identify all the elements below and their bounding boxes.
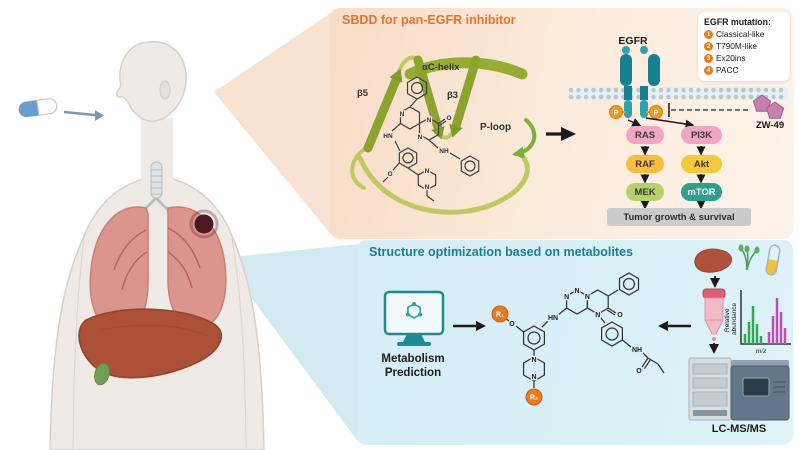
- lcms-label: LC-MS/MS: [711, 423, 767, 435]
- atom-n: N: [400, 111, 405, 118]
- lung-tumor: [194, 214, 214, 234]
- monitor-icon: [383, 290, 445, 346]
- helix-label: αC-helix: [422, 62, 460, 73]
- r-group-badges: R₁ R₂: [491, 305, 543, 406]
- egfr-label: EGFR: [618, 35, 648, 47]
- spectrum-ylabel-line1: Relative: [724, 308, 731, 332]
- zw49-label: ZW-49: [755, 120, 785, 131]
- head: [116, 41, 187, 122]
- atom-n: N: [425, 168, 430, 175]
- pathway-node-ras: RAS: [626, 126, 664, 144]
- beam-to-top-panel: [214, 12, 332, 236]
- sbdd-panel: P P: [330, 8, 793, 239]
- plant-icon: [738, 244, 760, 271]
- lungs-icon: [89, 206, 227, 333]
- atom-n: N: [531, 374, 536, 381]
- metabolism-label-line1: Metabolism: [381, 353, 445, 365]
- column-icon: [702, 288, 726, 341]
- atom-n: N: [585, 294, 590, 301]
- sbdd-art: P P: [350, 46, 788, 215]
- egfr-mutation-legend: EGFR mutation: 1 Classical-like 2 T790M-…: [698, 12, 790, 81]
- pathway-node-mek: MEK: [626, 183, 664, 201]
- atom-n: N: [425, 184, 430, 191]
- atom-hn: HN: [548, 315, 558, 322]
- legend-number-badge: 1: [704, 29, 713, 39]
- atom-n: N: [531, 357, 536, 364]
- atom-n: N: [564, 294, 569, 301]
- beta5-label: β5: [357, 88, 369, 99]
- test-tube-icon: [765, 244, 781, 276]
- spectrum-ylabel-line2: abundance: [731, 302, 738, 335]
- receptor-icon: [620, 46, 660, 118]
- liver-organ: [78, 308, 223, 379]
- pathway-node-raf: RAF: [626, 155, 664, 173]
- legend-item: 2 T790M-like: [704, 41, 784, 51]
- kinase-ribbon-diagram: [350, 55, 537, 215]
- p-loop-label: P-loop: [480, 122, 512, 133]
- lcms-instrument-icon: [688, 357, 790, 421]
- gallbladder-icon: [94, 362, 110, 386]
- atom-n: N: [418, 134, 423, 141]
- legend-item-label: Ex20ins: [716, 53, 746, 63]
- legend-item: 3 Ex20ins: [704, 53, 784, 63]
- atom-n: N: [595, 312, 600, 319]
- phospho-p-right: P: [653, 108, 658, 117]
- mass-spectrum-icon: Relative abundance m/z: [724, 290, 791, 355]
- legend-item-label: T790M-like: [716, 41, 758, 51]
- pathway-node-mtor: mTOR: [681, 183, 722, 201]
- pathway-node-pi3k: PI3K: [681, 126, 722, 144]
- sbdd-panel-title: SBDD for pan-EGFR inhibitor: [342, 13, 516, 27]
- optimized-structure: N N N N O NH O HN O N N R₁ R₂: [491, 272, 665, 406]
- atom-hn: HN: [383, 133, 393, 140]
- legend-item-label: Classical-like: [716, 29, 765, 39]
- legend-title: EGFR mutation:: [704, 17, 771, 27]
- zw49-icon: [668, 94, 785, 119]
- atom-n: N: [427, 117, 432, 124]
- legend-number-badge: 3: [704, 53, 713, 63]
- beam-to-bottom-panel: [222, 244, 359, 443]
- atom-n: N: [574, 288, 579, 295]
- metabolism-label-line2: Prediction: [384, 367, 442, 379]
- atom-nh: NH: [632, 347, 642, 354]
- cell-membrane: [567, 87, 788, 100]
- r1-badge: R₁: [496, 312, 504, 319]
- beta3-label: β3: [447, 90, 459, 101]
- atom-nh: NH: [439, 148, 449, 155]
- legend-item: 1 Classical-like: [704, 29, 784, 39]
- metabolism-prediction-label: Metabolism Prediction: [374, 352, 452, 380]
- atom-o: O: [636, 368, 642, 375]
- legend-item: 4 PACC: [704, 65, 784, 75]
- legend-number-badge: 4: [704, 65, 713, 75]
- legend-number-badge: 2: [704, 41, 713, 51]
- tumor-halo: [189, 209, 219, 239]
- pill-arrow: [63, 110, 104, 121]
- atom-o: O: [617, 312, 623, 319]
- r2-badge: R₂: [530, 395, 538, 402]
- outcome-box: Tumor growth & survival: [607, 208, 751, 226]
- atom-o: O: [387, 171, 392, 178]
- legend-item-label: PACC: [716, 65, 739, 75]
- inhibitor-structure: N N N O NH HN O N N: [382, 76, 480, 202]
- atom-o: O: [446, 115, 451, 122]
- optimization-panel: N N N N O NH O HN O N N R₁ R₂: [357, 240, 793, 445]
- optimization-art: N N N N O NH O HN O N N R₁ R₂: [383, 244, 791, 421]
- phospho-icon: P P: [609, 105, 663, 119]
- spectrum-xlabel: m/z: [756, 346, 767, 355]
- pathway-node-akt: Akt: [681, 155, 722, 173]
- pill-icon: [18, 98, 58, 118]
- liver-icon: [694, 248, 733, 273]
- atom-o: O: [509, 321, 515, 328]
- phospho-p-left: P: [613, 108, 618, 117]
- optimization-panel-title: Structure optimization based on metaboli…: [369, 245, 633, 259]
- pathway-arrows: [627, 117, 706, 210]
- ear: [159, 80, 171, 100]
